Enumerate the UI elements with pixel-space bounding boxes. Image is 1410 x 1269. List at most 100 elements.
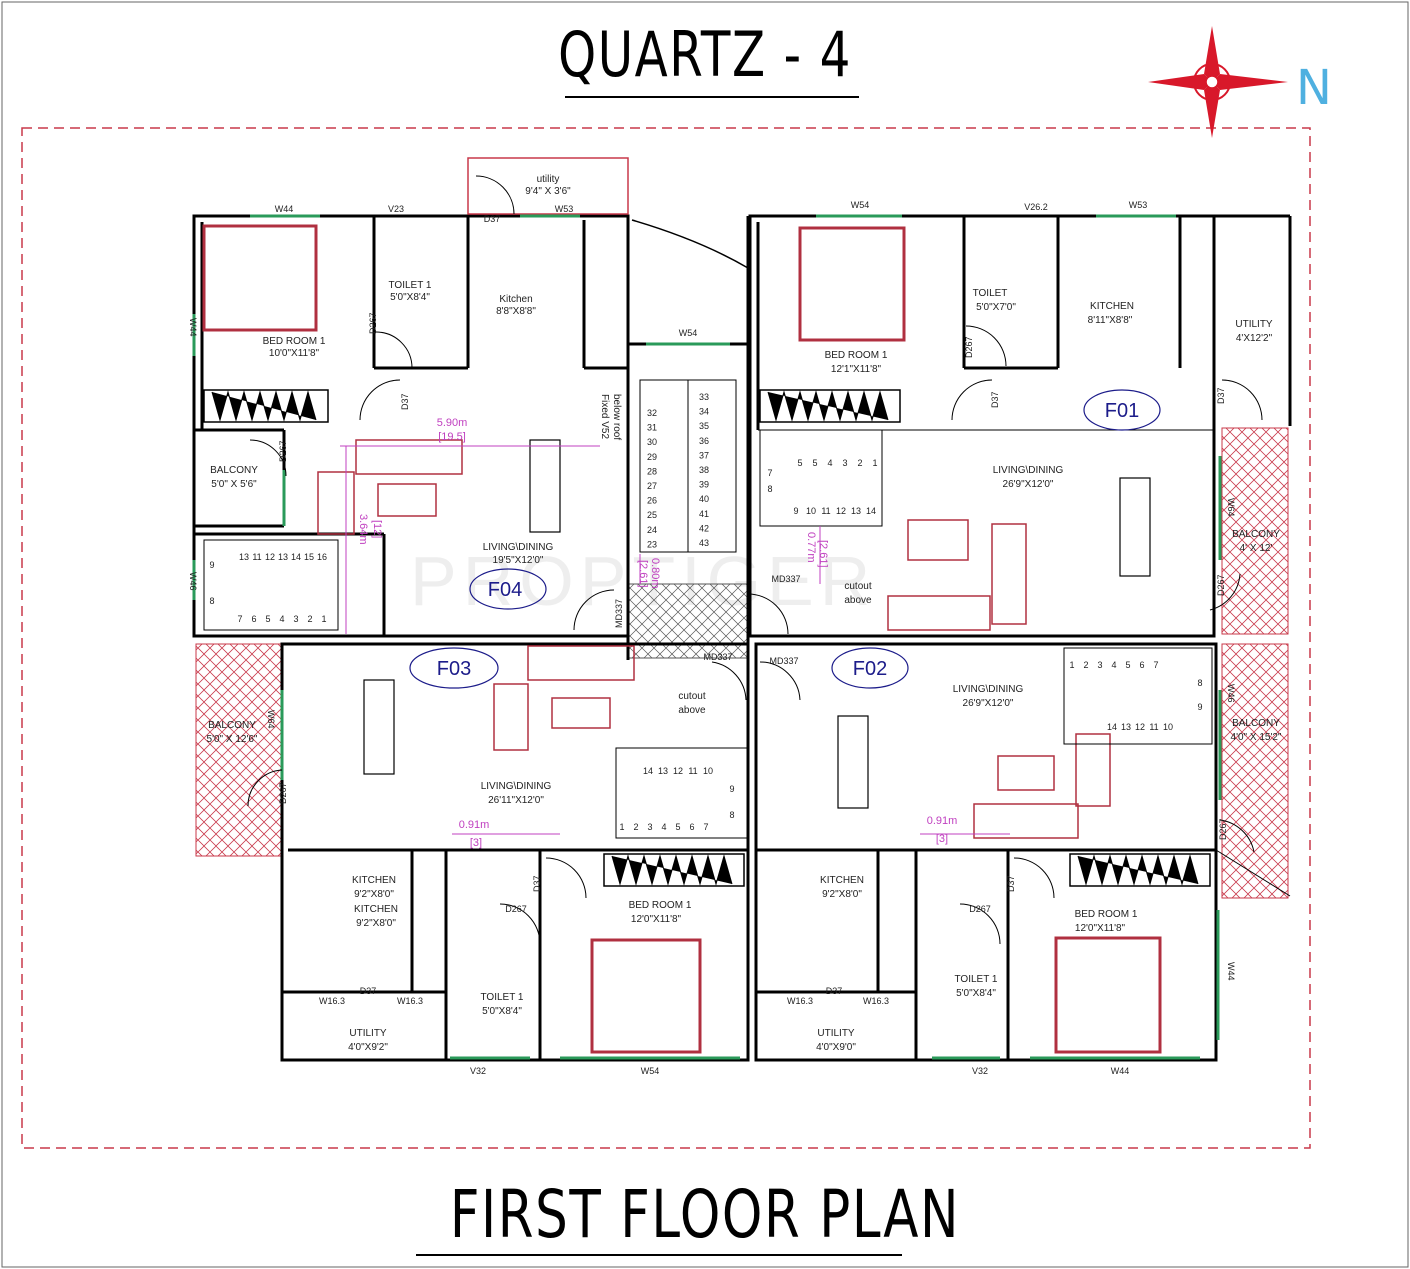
stair-step-number: 13 [851, 506, 861, 516]
opening-tag: V26.2 [1024, 202, 1048, 212]
stair-step-number: 14 [866, 506, 876, 516]
stair-step-number: 9 [209, 560, 214, 570]
room-size: 12'1"X11'8" [831, 364, 882, 375]
stair-step-number: 16 [317, 552, 327, 562]
room-size: 5'0"X8'4" [482, 1006, 522, 1017]
windows [192, 214, 1222, 1060]
stair-step-number: 3 [647, 822, 652, 832]
room-name: above [844, 595, 872, 606]
room-name: BALCONY [208, 720, 256, 731]
room-size: 12'0"X11'8" [1075, 923, 1126, 934]
opening-tag: D37 [360, 986, 377, 996]
flat-label-f03: F03 [437, 658, 471, 680]
room-size: 26'11"X12'0" [488, 795, 544, 806]
room-size: 9'2"X8'0" [354, 889, 394, 900]
stair-step-number: 4 [1111, 660, 1116, 670]
opening-tag: W54 [641, 1066, 660, 1076]
room-name: UTILITY [817, 1028, 855, 1039]
opening-tag: MD337 [769, 656, 798, 666]
dimension-value: 3.64m [357, 514, 369, 545]
room-size: 5'0"X7'0" [976, 302, 1016, 313]
stair-step-number: 9 [793, 506, 798, 516]
room-name: BED ROOM 1 [629, 900, 692, 911]
room-size: 9'4" X 3'6" [525, 186, 571, 197]
stair-step-number: 5 [265, 614, 270, 624]
wardrobe-hatch [211, 390, 1199, 886]
room-size: 4'0"X9'2" [348, 1042, 388, 1053]
opening-tag: MD337 [771, 574, 800, 584]
opening-tag: W44 [188, 318, 198, 337]
dimension-value: 0.91m [927, 815, 958, 827]
opening-tag: W44 [1111, 1066, 1130, 1076]
room-name: BALCONY [1232, 529, 1280, 540]
opening-tag: D267 [969, 904, 991, 914]
room-note: below roof [611, 394, 622, 440]
stair-step-number: 11 [252, 552, 261, 562]
room-name: BALCONY [1232, 718, 1280, 729]
dimension-value: 0.80m [649, 558, 661, 589]
stair-step-number: 25 [647, 510, 657, 520]
flat-label-f01: F01 [1105, 400, 1139, 422]
room-size: 5'0"X8'4" [390, 292, 430, 303]
stair-step-number: 29 [647, 452, 657, 462]
opening-tag: W54 [851, 200, 870, 210]
stair-step-number: 38 [699, 465, 709, 475]
room-name: KITCHEN [1090, 301, 1134, 312]
stair-step-number: 7 [767, 468, 772, 478]
room-size: 10'0"X11'8" [269, 348, 320, 359]
opening-tag: W44 [1226, 962, 1236, 981]
stair-step-number: 3 [842, 458, 847, 468]
opening-tag: W64 [266, 710, 276, 729]
dimension-value: [3] [936, 833, 948, 845]
room-name: LIVING\DINING [953, 684, 1024, 695]
stair-step-number: 8 [729, 810, 734, 820]
room-size: 8'8"X8'8" [496, 306, 536, 317]
opening-tag: D37 [484, 214, 501, 224]
plan-subtitle: FIRST FLOOR PLAN [449, 1176, 961, 1253]
dimension-value: [2.61] [637, 560, 649, 588]
stair-step-number: 3 [1097, 660, 1102, 670]
staircases [203, 379, 1213, 839]
stair-step-number: 42 [699, 523, 709, 533]
stair-step-number: 13 [239, 552, 249, 562]
room-size: 5'0" X 5'6" [211, 479, 257, 490]
room-name: utility [537, 174, 560, 185]
stair-step-number: 2 [1083, 660, 1088, 670]
room-size: 9'2"X8'0" [822, 889, 862, 900]
lobby-area [627, 583, 749, 659]
opening-tag: W16.3 [397, 996, 423, 1006]
stair-step-number: 34 [699, 407, 709, 417]
stair-step-number: 33 [699, 392, 709, 402]
opening-tag: D37 [1216, 387, 1226, 404]
stair-step-number: 9 [729, 784, 734, 794]
opening-tag: V32 [972, 1066, 988, 1076]
room-name: KITCHEN [820, 875, 864, 886]
opening-tag: D267 [1216, 574, 1226, 596]
dimension-value: [2.61] [817, 540, 829, 568]
dining-sets [363, 439, 1151, 809]
room-name: LIVING\DINING [993, 465, 1064, 476]
stair-step-number: 2 [633, 822, 638, 832]
stair-step-number: 27 [647, 481, 657, 491]
room-name: Kitchen [499, 294, 532, 305]
room-note: Fixed V52 [599, 394, 610, 439]
opening-tag: D37 [826, 986, 843, 996]
stair-step-number: 1 [619, 822, 624, 832]
plan-title: QUARTZ - 4 [558, 18, 852, 91]
dimension-lines [340, 445, 1010, 835]
room-size: 5'0"X8'4" [956, 988, 996, 999]
stair-step-number: 26 [647, 496, 657, 506]
room-size: 19'5"X12'0" [493, 555, 544, 566]
stair-step-number: 35 [699, 421, 709, 431]
stair-step-number: 39 [699, 480, 709, 490]
opening-labels: W44 V23 D37 W53 W44 D267 D37 D267 W46 W5… [188, 200, 1236, 1076]
balcony-f01-area [1221, 427, 1289, 635]
opening-tag: W53 [1129, 200, 1148, 210]
stair-step-number: 7 [237, 614, 242, 624]
